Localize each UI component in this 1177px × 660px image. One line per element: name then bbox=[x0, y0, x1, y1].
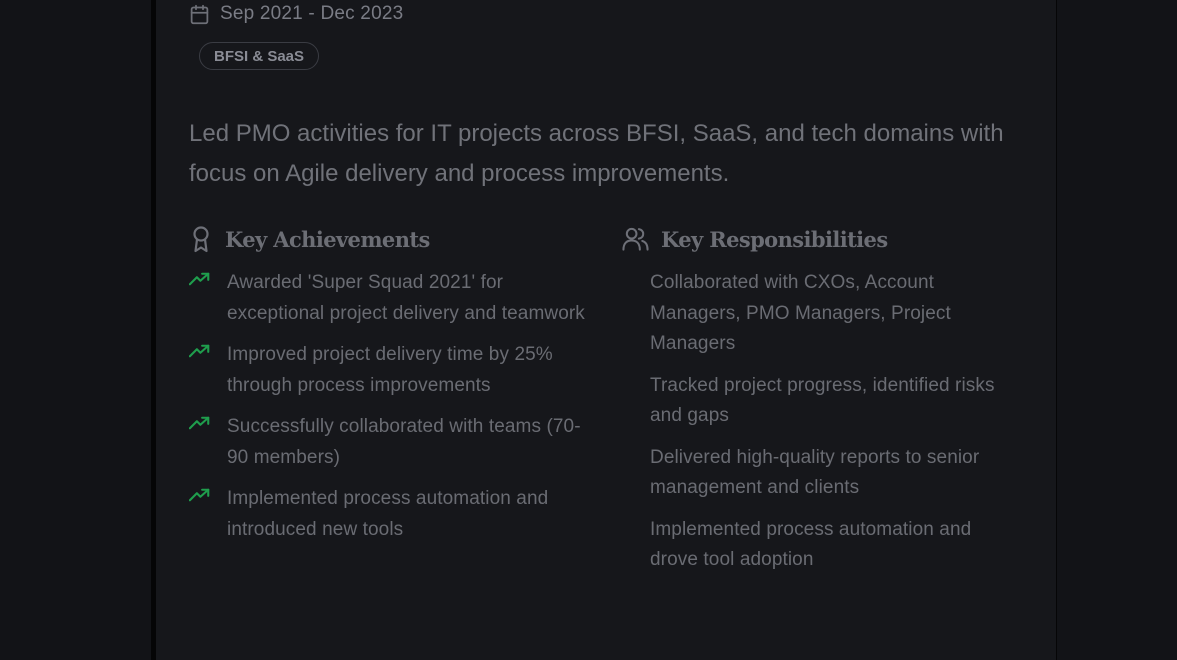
list-item: Implemented process automation and intro… bbox=[188, 484, 589, 545]
users-icon bbox=[622, 226, 649, 252]
achievements-list: Awarded 'Super Squad 2021' for exception… bbox=[188, 268, 589, 545]
achievement-text: Successfully collaborated with teams (70… bbox=[227, 416, 581, 468]
list-item: Delivered high-quality reports to senior… bbox=[622, 443, 1022, 504]
trending-up-icon bbox=[188, 268, 227, 291]
experience-card bbox=[151, 0, 1057, 660]
trending-up-icon bbox=[188, 484, 227, 507]
industry-tag: BFSI & SaaS bbox=[199, 42, 320, 70]
trending-up-icon bbox=[188, 340, 227, 363]
responsibilities-header: Key Responsibilities bbox=[622, 224, 1022, 254]
list-item: Improved project delivery time by 25% th… bbox=[188, 340, 589, 401]
trending-up-icon bbox=[188, 412, 227, 435]
responsibilities-list: Collaborated with CXOs, Account Managers… bbox=[622, 268, 1022, 576]
date-row: Sep 2021 - Dec 2023 bbox=[189, 0, 403, 28]
responsibilities-title: Key Responsibilities bbox=[661, 226, 888, 252]
list-item: Tracked project progress, identified ris… bbox=[622, 371, 1022, 432]
list-item: Implemented process automation and drove… bbox=[622, 515, 1022, 576]
responsibility-text: Delivered high-quality reports to senior… bbox=[650, 446, 980, 499]
responsibility-text: Collaborated with CXOs, Account Managers… bbox=[650, 272, 951, 354]
achievement-text: Implemented process automation and intro… bbox=[227, 488, 549, 540]
date-range: Sep 2021 - Dec 2023 bbox=[220, 3, 404, 24]
role-summary: Led PMO activities for IT projects acros… bbox=[189, 120, 1004, 187]
achievements-header: Key Achievements bbox=[189, 224, 589, 254]
achievements-title: Key Achievements bbox=[225, 226, 430, 252]
responsibility-text: Tracked project progress, identified ris… bbox=[650, 374, 995, 427]
award-icon bbox=[189, 225, 213, 253]
calendar-icon bbox=[189, 4, 210, 25]
achievement-text: Improved project delivery time by 25% th… bbox=[227, 344, 553, 396]
achievements-section: Key Achievements Awarded 'Super Squad 20… bbox=[188, 224, 589, 556]
responsibilities-section: Key Responsibilities Collaborated with C… bbox=[622, 224, 1022, 587]
achievement-text: Awarded 'Super Squad 2021' for exception… bbox=[227, 272, 585, 324]
list-item: Successfully collaborated with teams (70… bbox=[188, 412, 589, 473]
list-item: Collaborated with CXOs, Account Managers… bbox=[622, 268, 1022, 360]
list-item: Awarded 'Super Squad 2021' for exception… bbox=[188, 268, 589, 329]
responsibility-text: Implemented process automation and drove… bbox=[650, 518, 972, 571]
